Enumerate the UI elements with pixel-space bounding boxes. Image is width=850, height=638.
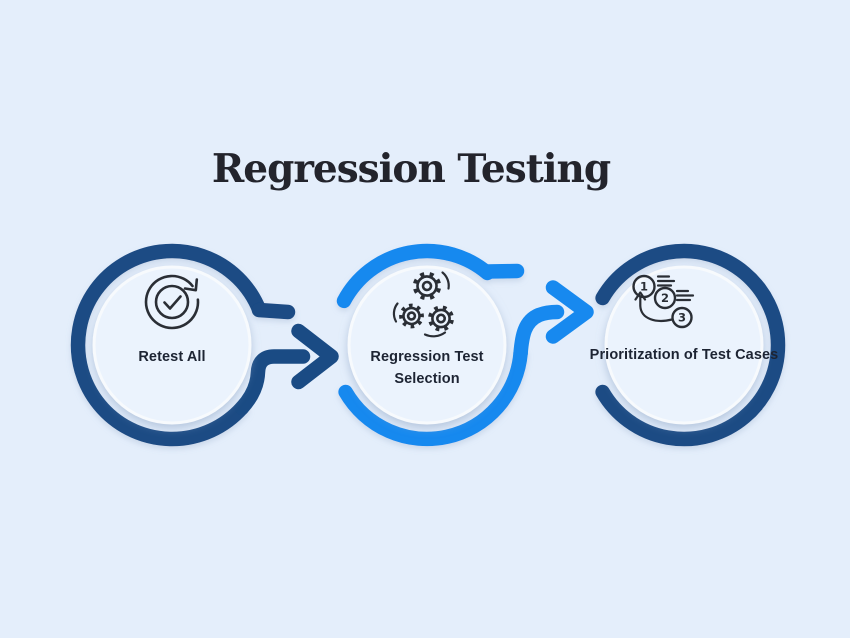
priority-badge-3: 3 — [678, 311, 686, 325]
step-2-inner-circle — [347, 265, 507, 425]
priority-cycle-arrow — [639, 295, 674, 323]
connector-arrow-2 — [513, 280, 594, 361]
retest-check-circle — [154, 284, 190, 320]
numbered-priority-list-icon: 1 2 3 — [632, 274, 695, 329]
step-2-node — [336, 243, 528, 447]
connector-arrow-1-head — [291, 323, 339, 390]
check-icon — [163, 295, 182, 310]
step-3-label: Prioritization of Test Cases — [589, 347, 779, 363]
step-1-inner-circle — [92, 265, 252, 425]
gear-motion-arc-left — [392, 302, 399, 323]
step-3-node — [595, 243, 786, 447]
retest-cycle-check-icon — [144, 274, 200, 330]
connector-arrow-2-head — [545, 280, 594, 344]
step-2-label: Regression Test Selection — [370, 349, 484, 387]
priority-list-lines — [656, 275, 695, 302]
page-title: Regression Testing — [0, 146, 836, 192]
priority-badge-2: 2 — [661, 291, 669, 305]
step-1-node — [70, 243, 296, 447]
step-3-ring — [595, 243, 786, 447]
priority-badge-2-circle — [653, 286, 677, 310]
retest-cycle-arc — [144, 274, 200, 330]
page-title-text: Regression Testing — [211, 146, 611, 192]
step-2-ring-top-arc — [336, 243, 495, 309]
gears-icon — [392, 271, 455, 338]
step-2-ring-bottom-arc — [338, 345, 528, 447]
priority-badge-1: 1 — [640, 280, 648, 294]
retest-arrowhead-icon — [183, 278, 199, 292]
connector-arrow-2-shaft — [513, 304, 565, 361]
step-1-ring-hook — [251, 302, 296, 320]
step-1-ring — [70, 243, 267, 447]
step-1-label: Retest All — [138, 349, 206, 365]
connector-arrow-1-shaft — [234, 349, 311, 416]
gear-motion-arc-bottom — [423, 331, 447, 338]
connector-arrow-1 — [234, 323, 339, 416]
gear-motion-arc-right — [441, 271, 450, 290]
step-3-inner-circle — [604, 265, 764, 425]
step-2-ring-hook — [480, 263, 525, 279]
priority-cycle-arrowhead — [634, 291, 647, 301]
gear-bottom-right — [428, 305, 455, 332]
priority-badge-3-circle — [671, 306, 693, 329]
gear-top — [412, 271, 442, 301]
